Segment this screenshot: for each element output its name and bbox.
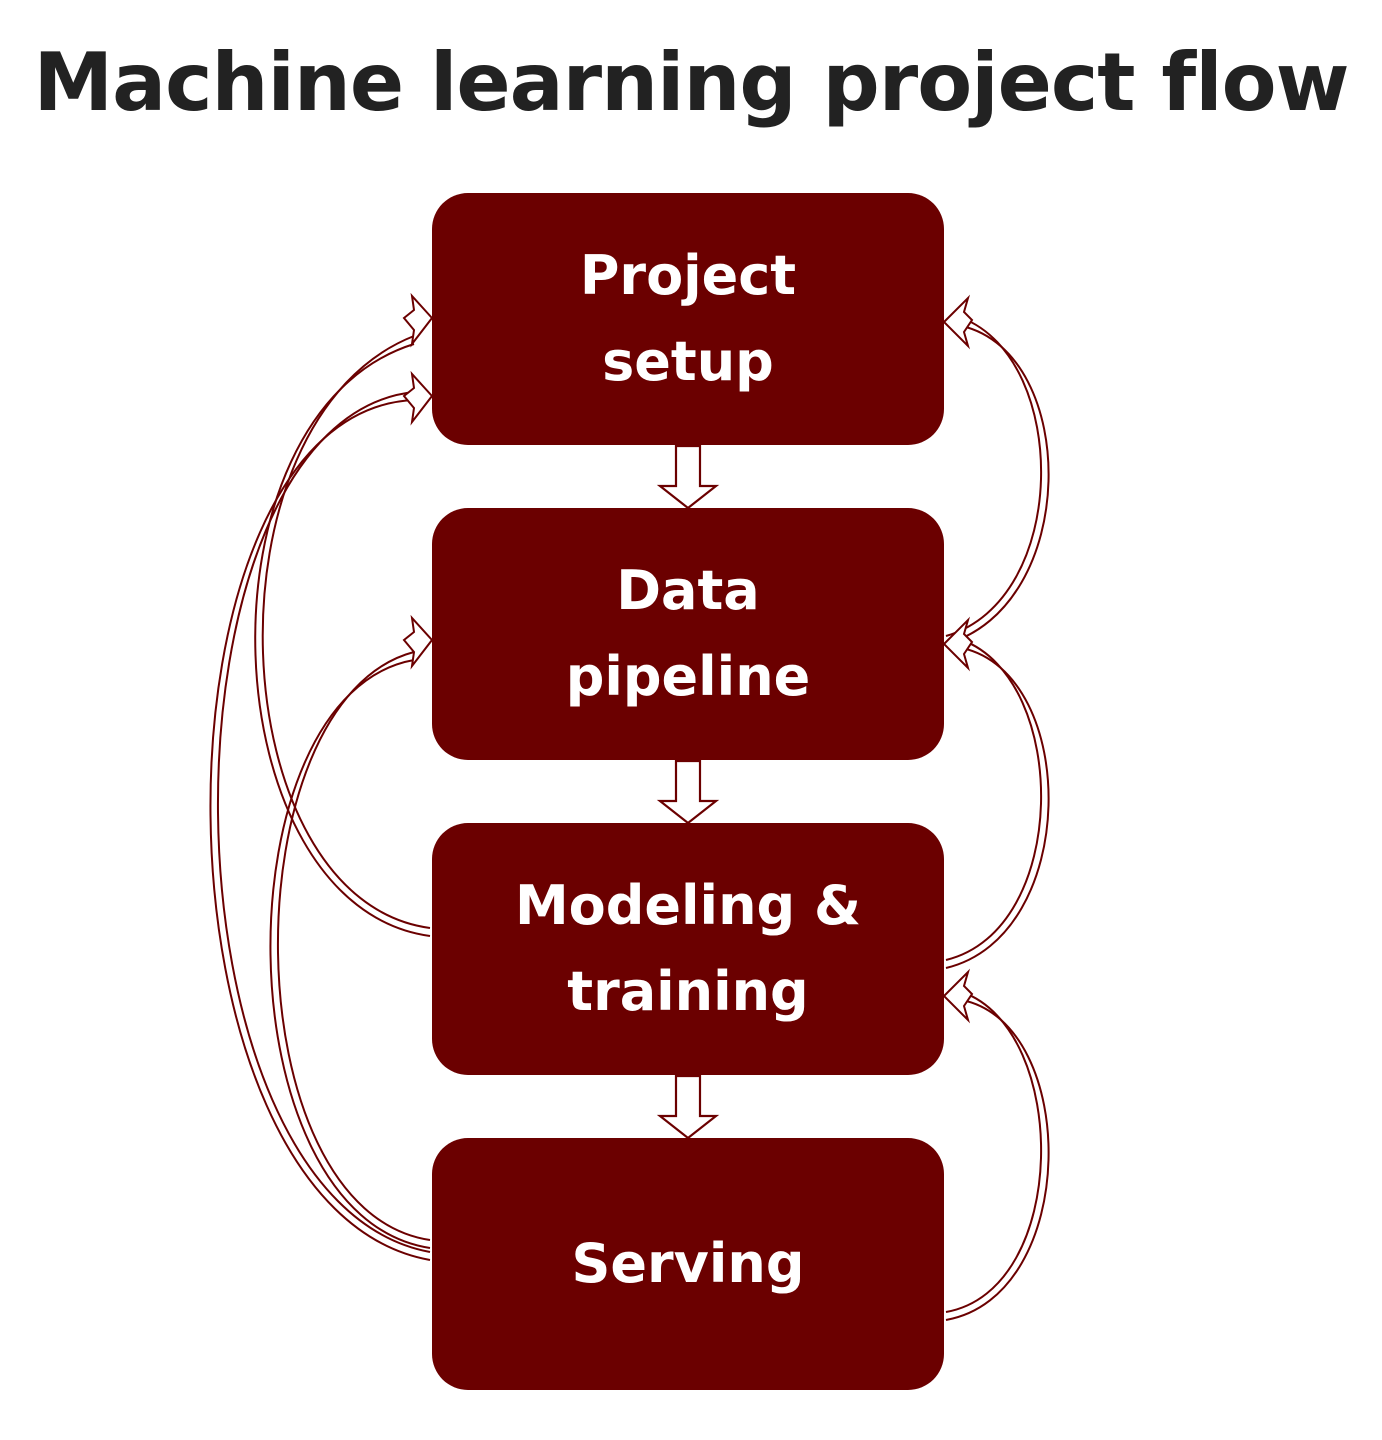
- stage-label: Serving: [571, 1232, 805, 1295]
- feedback-arrow-data-to-setup: [942, 294, 1050, 645]
- feedback-arrow-modeling-to-setup: [254, 292, 434, 937]
- feedback-arrow-modeling-to-data: [942, 616, 1050, 969]
- forward-arrow-data-to-modeling: [656, 759, 720, 825]
- stage-label: Data pipeline: [565, 559, 811, 708]
- stage-label: Project setup: [579, 244, 797, 393]
- feedback-arrow-serving-to-data: [269, 614, 434, 1249]
- stage-project-setup: Project setup: [432, 193, 944, 445]
- forward-arrow-modeling-to-serving: [656, 1074, 720, 1140]
- forward-arrow-setup-to-data: [656, 444, 720, 510]
- feedback-arrow-serving-to-modeling: [942, 968, 1050, 1321]
- feedback-arrow-serving-to-setup: [209, 370, 434, 1261]
- stage-serving: Serving: [432, 1138, 944, 1390]
- stage-label: Modeling & training: [514, 874, 862, 1023]
- stage-modeling-training: Modeling & training: [432, 823, 944, 1075]
- diagram-title: Machine learning project flow: [33, 36, 1350, 129]
- stage-data-pipeline: Data pipeline: [432, 508, 944, 760]
